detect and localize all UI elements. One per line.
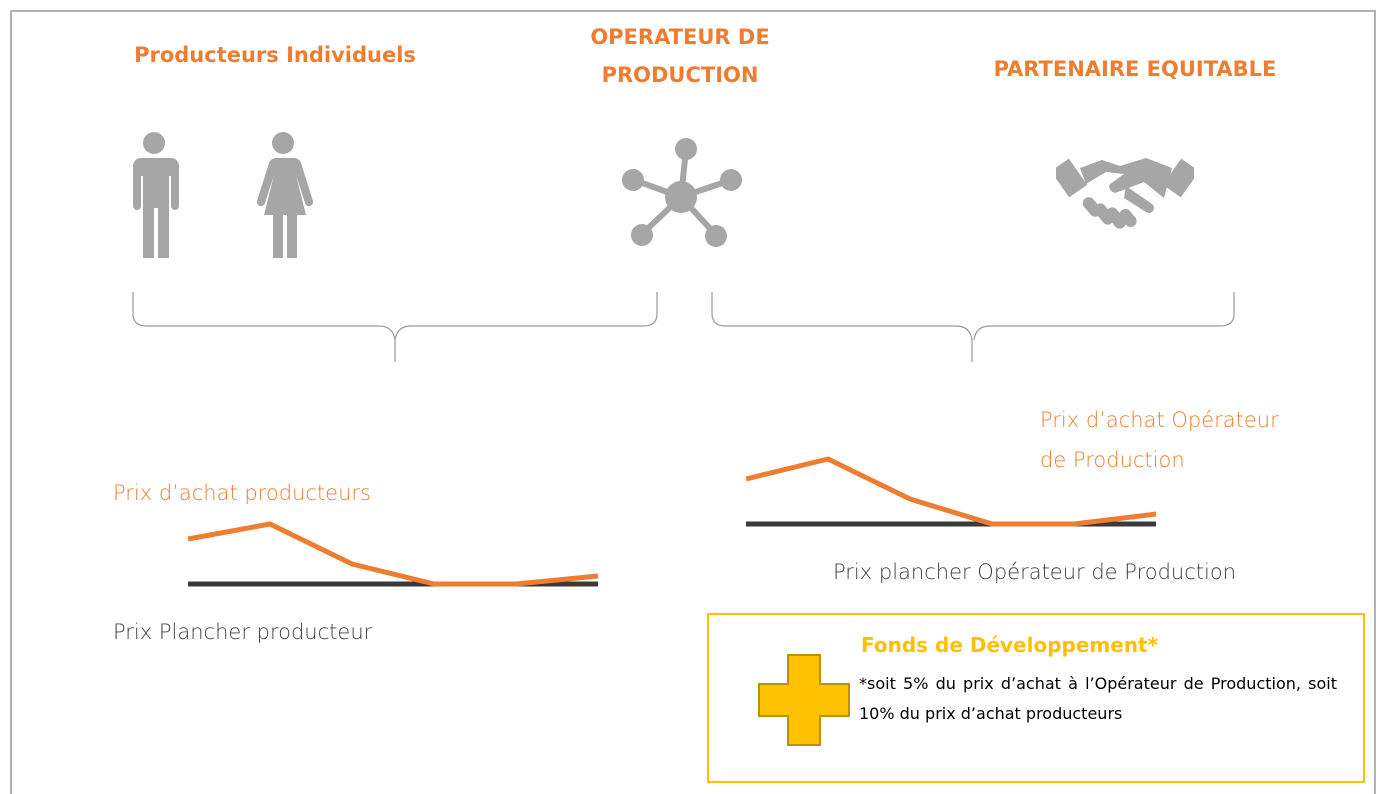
brace-right [711,292,1235,362]
man-icon [133,132,179,258]
heading-producers: Producteurs Individuels [134,43,416,67]
handshake-icon [1056,158,1194,229]
heading-operator-line2: PRODUCTION [601,63,759,87]
label-producer-floor-price: Prix Plancher producteur [113,620,373,644]
woman-icon [256,132,314,258]
brace-left [132,292,658,362]
operator-price-chart [745,456,1157,527]
label-producer-purchase-price: Prix d’achat producteurs [113,481,371,505]
fund-title: Fonds de Développement* [861,633,1159,657]
heading-operator-line1: OPERATEUR DE [590,25,770,49]
heading-partner: PARTENAIRE EQUITABLE [993,57,1277,81]
producer-price-chart [187,521,599,587]
label-operator-purchase-price: Prix d’achat Opérateur de Production [1040,400,1279,480]
purchase-price-line [745,456,1157,527]
fund-note: *soit 5% du prix d’achat à l’Opérateur d… [859,674,1337,723]
label-operator-purchase-price-line1: Prix d’achat Opérateur [1040,408,1279,432]
development-fund-box: Fonds de Développement* *soit 5% du prix… [707,613,1365,783]
diagram-frame [10,10,1376,794]
label-operator-floor-price: Prix plancher Opérateur de Production [833,560,1236,584]
network-hub-icon [622,138,742,247]
label-operator-purchase-price-line2: de Production [1040,448,1185,472]
purchase-price-line [187,521,599,587]
plus-icon [758,654,850,746]
heading-operator: OPERATEUR DE PRODUCTION [530,18,830,94]
